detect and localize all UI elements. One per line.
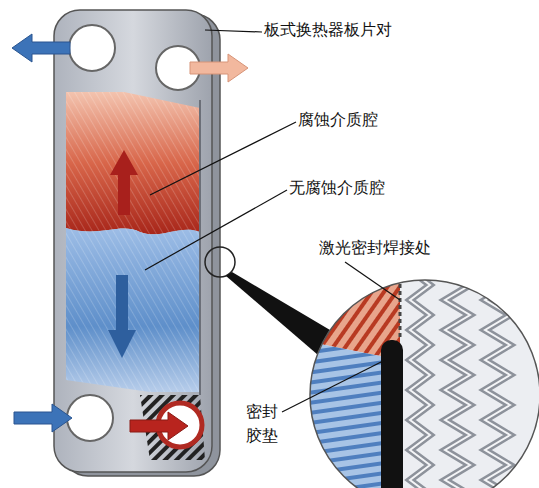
leader-line: [282, 360, 385, 412]
plate-profile: [410, 270, 430, 488]
leader-line: [150, 122, 296, 195]
leader-line: [345, 262, 400, 300]
callout-label: 激光密封焊接处: [319, 236, 469, 260]
laser-weld: [399, 270, 402, 340]
callout-label: 腐蚀介质腔: [298, 108, 418, 132]
flow-arrow: [190, 54, 248, 82]
flow-arrow: [108, 275, 136, 358]
callout-label: 无腐蚀介质腔: [289, 176, 429, 200]
gasket: [381, 340, 403, 488]
leader-line: [205, 30, 262, 32]
port: [67, 395, 113, 441]
plate-profile: [485, 270, 510, 488]
flow-arrow: [14, 404, 72, 432]
magnifier-circle: [205, 247, 235, 277]
port: [69, 25, 115, 71]
plate-profile: [445, 270, 470, 488]
leader-line: [145, 190, 287, 270]
inset-detail: [300, 270, 539, 488]
corrosive-chamber: [66, 92, 200, 234]
flow-arrow: [110, 150, 138, 215]
noncorrosive-chamber: [66, 228, 200, 392]
plate-highlights: [410, 270, 510, 488]
plate-highlight: [445, 270, 470, 488]
corrugated-plates: [410, 270, 510, 488]
weld-seam: [199, 100, 201, 395]
chamber-texture: [66, 228, 200, 392]
plate: [54, 10, 212, 472]
plate-highlight: [485, 270, 510, 488]
chamber-texture: [66, 92, 200, 234]
inset-border: [310, 280, 539, 488]
leader-lines: [145, 30, 400, 412]
callout-label: 板式换热器板片对: [264, 18, 424, 42]
flow-arrow: [12, 34, 70, 62]
inset-background: [300, 270, 539, 488]
callout-label: 密封 胶垫: [246, 400, 282, 448]
plate-highlight: [410, 270, 430, 488]
magnifier-wedge: [226, 272, 330, 355]
flow-arrow: [130, 412, 188, 440]
